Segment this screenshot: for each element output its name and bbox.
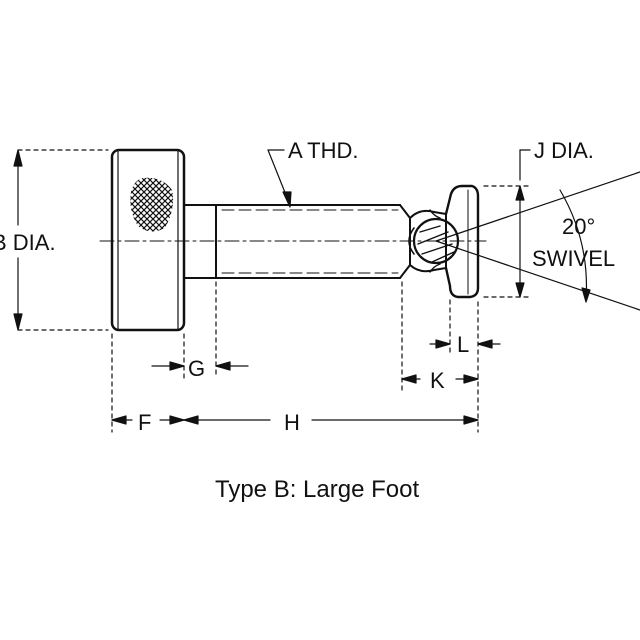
f-h-dimension: [111, 301, 479, 433]
k-dimension: [401, 281, 479, 391]
k-label: K: [430, 368, 445, 393]
b-dia-label: B DIA.: [0, 230, 56, 255]
j-dia-label: J DIA.: [534, 138, 594, 163]
l-dimension: [429, 299, 501, 357]
shoulder: [183, 204, 217, 279]
knurl-pattern: [130, 177, 174, 232]
knob-head: [110, 148, 186, 332]
l-label: L: [457, 332, 469, 357]
j-dia-dimension: [483, 149, 531, 298]
swivel-foot: [444, 184, 480, 299]
a-thd-label: A THD.: [288, 138, 359, 163]
h-label: H: [284, 410, 300, 435]
g-label: G: [188, 356, 205, 381]
swivel-angle: [435, 171, 640, 311]
swivel-angle-label: 20°: [562, 214, 595, 239]
swivel-word-label: SWIVEL: [532, 246, 615, 271]
b-dia-dimension: [13, 149, 109, 331]
a-thd-leader: [267, 149, 292, 208]
f-label: F: [138, 410, 151, 435]
caption: Type B: Large Foot: [215, 476, 419, 503]
threaded-shank: [215, 204, 411, 279]
g-dimension: [151, 281, 249, 379]
